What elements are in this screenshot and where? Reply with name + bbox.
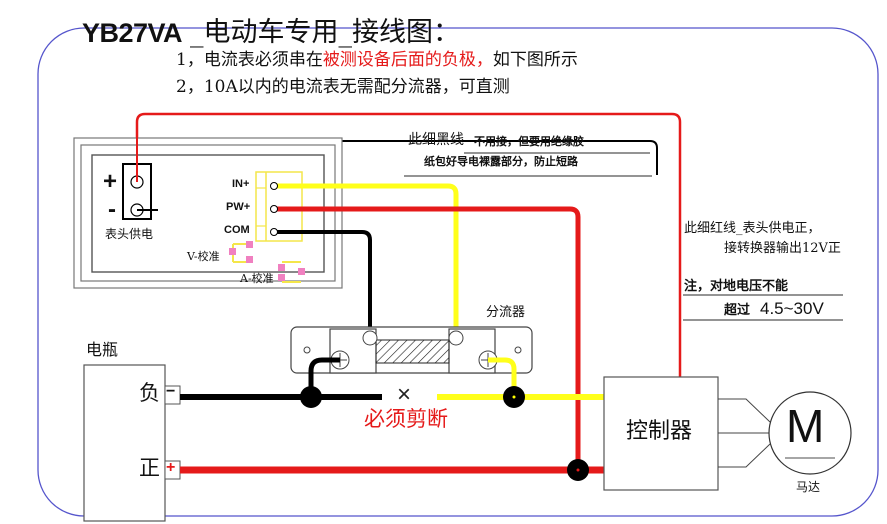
- v-calibration-pads: [229, 241, 253, 263]
- voltage-note-line1: 注，对地电压不能: [684, 279, 789, 294]
- battery-box: [83, 364, 166, 522]
- note-1-highlight: 被测设备后面的负极，: [322, 50, 493, 70]
- note-2: 2，10A以内的电流表无需配分流器，可直测: [176, 77, 510, 97]
- terminal-label-in: IN+: [232, 178, 250, 190]
- voltage-note-line2-lead: 超过: [724, 303, 751, 318]
- terminal-label-com: COM: [224, 224, 250, 236]
- thin-red-power-wire: [135, 112, 682, 378]
- power-supply-label: 表头供电: [105, 227, 154, 241]
- shunt-label: 分流器: [486, 305, 526, 320]
- outer-frame: [37, 27, 879, 517]
- battery-negative-symbol: −: [166, 383, 176, 400]
- yellow-signal-wire: [274, 183, 459, 340]
- black-wire-note-line2: 纸包好导电裸露部分，防止短路: [424, 155, 578, 168]
- note-1-suffix: 如下图所示: [492, 50, 578, 70]
- shunt-yellow-lead: [488, 357, 517, 396]
- controller-label: 控制器: [626, 419, 693, 444]
- power-minus-label: -: [108, 196, 116, 223]
- terminal-label-pw: PW+: [226, 201, 251, 213]
- red-wire-note-line2: 接转换器输出12V正: [724, 241, 841, 256]
- a-calibration-pads: [278, 261, 305, 283]
- motor-symbol: M: [786, 400, 825, 452]
- note-1-prefix: 1，电流表必须串在: [176, 50, 323, 70]
- voltage-note-lines: [683, 294, 843, 321]
- motor-wires: [718, 398, 771, 468]
- a-calibration-label: A-校准: [240, 272, 274, 285]
- shunt-black-lead: [308, 357, 340, 397]
- motor-label: 马达: [796, 480, 821, 494]
- v-calibration-label: V-校准: [187, 250, 220, 263]
- red-wire-note-line1: 此细红线_表头供电正，: [684, 221, 821, 236]
- black-com-wire: [274, 230, 372, 338]
- power-plus-label: +: [103, 168, 118, 195]
- battery-positive-symbol: +: [166, 459, 176, 476]
- voltage-range-value: 4.5~30V: [760, 299, 824, 318]
- junction-negative: [300, 386, 322, 408]
- cut-symbol: ×: [397, 381, 412, 408]
- com-terminal: [270, 228, 278, 236]
- pw-plus-terminal: [270, 205, 278, 213]
- title-model: YB27VA: [82, 18, 183, 48]
- black-wire-note-line1: 不用接，但要用绝缘胶: [474, 135, 584, 148]
- shunt: [290, 326, 533, 374]
- battery-negative-label: 负: [139, 381, 160, 405]
- battery-label: 电瓶: [86, 340, 119, 359]
- red-pw-wire: [274, 206, 581, 468]
- in-plus-terminal: [270, 182, 278, 190]
- title-text: _电动车专用_接线图：: [190, 17, 460, 48]
- note-1: 1，电流表必须串在被测设备后面的负极，如下图所示: [176, 52, 578, 69]
- battery-positive-label: 正: [139, 456, 160, 480]
- controller-box: [603, 376, 719, 491]
- black-wire-note-lead: 此细黑线: [408, 132, 464, 148]
- motor-circle: [768, 391, 852, 475]
- black-wire-note-lines: [404, 152, 652, 177]
- cut-label: 必须剪断: [364, 407, 448, 431]
